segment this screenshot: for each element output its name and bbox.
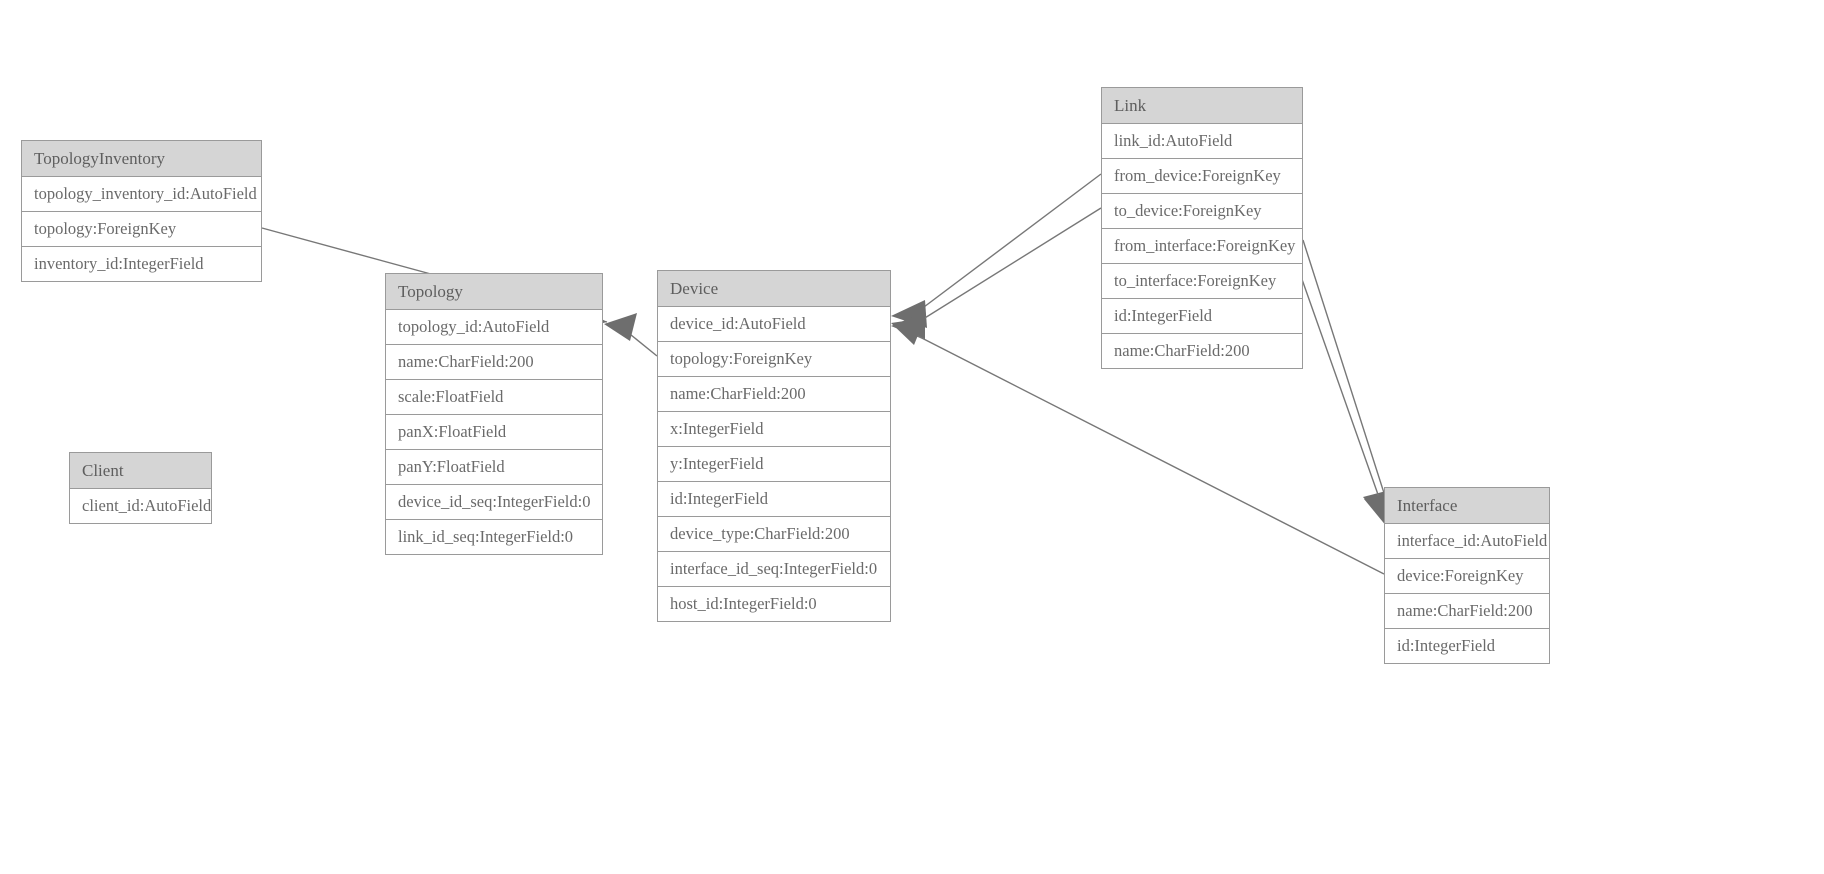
field-topology-panx[interactable]: panX:FloatField: [386, 415, 602, 450]
field-topology-foreignkey[interactable]: topology:ForeignKey: [22, 212, 261, 247]
field-device-type[interactable]: device_type:CharField:200: [658, 517, 890, 552]
entity-link[interactable]: Link link_id:AutoField from_device:Forei…: [1101, 87, 1303, 369]
edge-link-from-device: [891, 173, 1102, 328]
field-interface-id[interactable]: interface_id:AutoField: [1385, 524, 1549, 559]
entity-topologyinventory[interactable]: TopologyInventory topology_inventory_id:…: [21, 140, 262, 282]
field-device-name[interactable]: name:CharField:200: [658, 377, 890, 412]
entity-title-link: Link: [1102, 88, 1302, 124]
edge-device-topology: [604, 313, 658, 357]
entity-title-client: Client: [70, 453, 211, 489]
edge-link-from-interface: [1302, 239, 1393, 525]
edge-link-to-interface: [1297, 267, 1391, 527]
field-topology-device-id-seq[interactable]: device_id_seq:IntegerField:0: [386, 485, 602, 520]
entity-interface[interactable]: Interface interface_id:AutoField device:…: [1384, 487, 1550, 664]
field-topology-scale[interactable]: scale:FloatField: [386, 380, 602, 415]
field-link-to-interface[interactable]: to_interface:ForeignKey: [1102, 264, 1302, 299]
entity-client[interactable]: Client client_id:AutoField: [69, 452, 212, 524]
field-link-id[interactable]: link_id:AutoField: [1102, 124, 1302, 159]
field-link-from-device[interactable]: from_device:ForeignKey: [1102, 159, 1302, 194]
entity-title-topologyinventory: TopologyInventory: [22, 141, 261, 177]
field-device-interface-id-seq[interactable]: interface_id_seq:IntegerField:0: [658, 552, 890, 587]
field-link-from-interface[interactable]: from_interface:ForeignKey: [1102, 229, 1302, 264]
field-device-y[interactable]: y:IntegerField: [658, 447, 890, 482]
field-topology-id[interactable]: topology_id:AutoField: [386, 310, 602, 345]
field-device-topology[interactable]: topology:ForeignKey: [658, 342, 890, 377]
field-link-id-integer[interactable]: id:IntegerField: [1102, 299, 1302, 334]
field-topology-name[interactable]: name:CharField:200: [386, 345, 602, 380]
entity-device[interactable]: Device device_id:AutoField topology:Fore…: [657, 270, 891, 622]
field-link-name[interactable]: name:CharField:200: [1102, 334, 1302, 368]
field-interface-device[interactable]: device:ForeignKey: [1385, 559, 1549, 594]
field-device-host-id[interactable]: host_id:IntegerField:0: [658, 587, 890, 621]
entity-topology[interactable]: Topology topology_id:AutoField name:Char…: [385, 273, 603, 555]
field-topology-inventory-id[interactable]: topology_inventory_id:AutoField: [22, 177, 261, 212]
field-topology-pany[interactable]: panY:FloatField: [386, 450, 602, 485]
entity-title-interface: Interface: [1385, 488, 1549, 524]
field-interface-name[interactable]: name:CharField:200: [1385, 594, 1549, 629]
field-inventory-id[interactable]: inventory_id:IntegerField: [22, 247, 261, 281]
entity-title-device: Device: [658, 271, 890, 307]
field-client-id[interactable]: client_id:AutoField: [70, 489, 211, 523]
entity-title-topology: Topology: [386, 274, 602, 310]
field-topology-link-id-seq[interactable]: link_id_seq:IntegerField:0: [386, 520, 602, 554]
field-device-id[interactable]: device_id:AutoField: [658, 307, 890, 342]
edge-link-to-device: [891, 207, 1102, 340]
field-device-id-integer[interactable]: id:IntegerField: [658, 482, 890, 517]
field-device-x[interactable]: x:IntegerField: [658, 412, 890, 447]
field-link-to-device[interactable]: to_device:ForeignKey: [1102, 194, 1302, 229]
field-interface-id-integer[interactable]: id:IntegerField: [1385, 629, 1549, 663]
